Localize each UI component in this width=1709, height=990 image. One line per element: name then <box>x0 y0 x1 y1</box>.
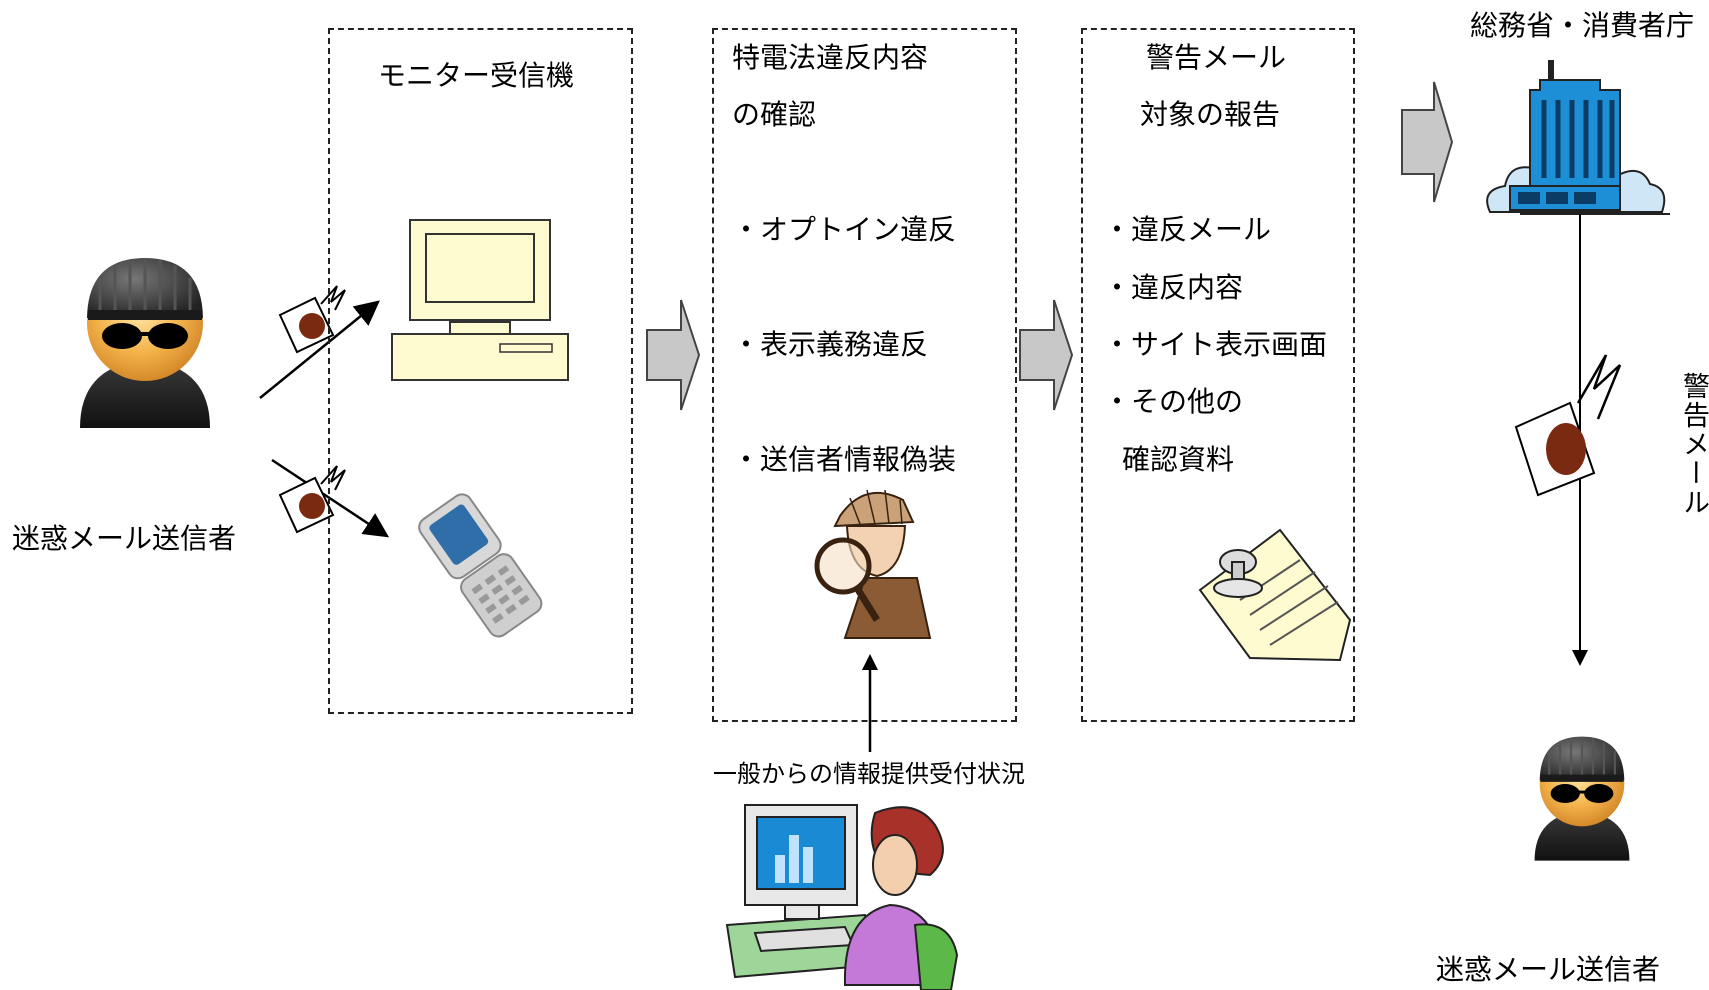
public-info-label: 一般からの情報提供受付状況 <box>713 760 1025 788</box>
pinned-note-icon <box>1198 528 1352 662</box>
flow-arrow <box>1019 299 1074 411</box>
warning-report-box <box>1081 28 1355 722</box>
violation-check-box <box>712 28 1017 722</box>
report-box-title-1: 警告メール <box>1146 41 1287 74</box>
government-building-icon <box>1486 60 1670 215</box>
report-item: ・その他の <box>1103 385 1244 418</box>
mobile-phone-icon <box>418 493 543 638</box>
sender-label-right: 迷惑メール送信者 <box>1436 953 1661 986</box>
envelope-icon <box>1514 354 1622 497</box>
check-item: ・オプトイン違反 <box>732 213 957 246</box>
info-input-arrow <box>862 654 878 752</box>
warning-mail-label: 警告メール <box>1678 372 1709 517</box>
monitor-receiver-box <box>328 28 633 714</box>
check-box-title-1: 特電法違反内容 <box>732 41 929 74</box>
sender-avatar-right <box>1534 736 1630 861</box>
envelope-icon <box>278 285 346 354</box>
desktop-computer-icon <box>391 219 569 381</box>
envelope-icon <box>278 465 346 534</box>
check-item: ・送信者情報偽装 <box>732 443 957 476</box>
report-box-title-2: 対象の報告 <box>1140 98 1281 131</box>
report-item: ・サイト表示画面 <box>1103 328 1328 361</box>
check-item: ・表示義務違反 <box>732 328 929 361</box>
flow-arrow <box>646 299 701 411</box>
sender-avatar-left <box>80 258 210 428</box>
detective-icon <box>814 489 932 639</box>
flow-arrow <box>1401 81 1454 203</box>
office-worker-icon <box>725 804 959 990</box>
report-item: ・違反内容 <box>1103 271 1244 304</box>
report-item: 確認資料 <box>1122 443 1235 476</box>
monitor-box-title: モニター受信機 <box>378 59 575 92</box>
sender-label-left: 迷惑メール送信者 <box>12 522 237 555</box>
check-box-title-2: の確認 <box>732 98 817 131</box>
agency-label: 総務省・消費者庁 <box>1470 9 1695 42</box>
report-item: ・違反メール <box>1103 213 1272 246</box>
